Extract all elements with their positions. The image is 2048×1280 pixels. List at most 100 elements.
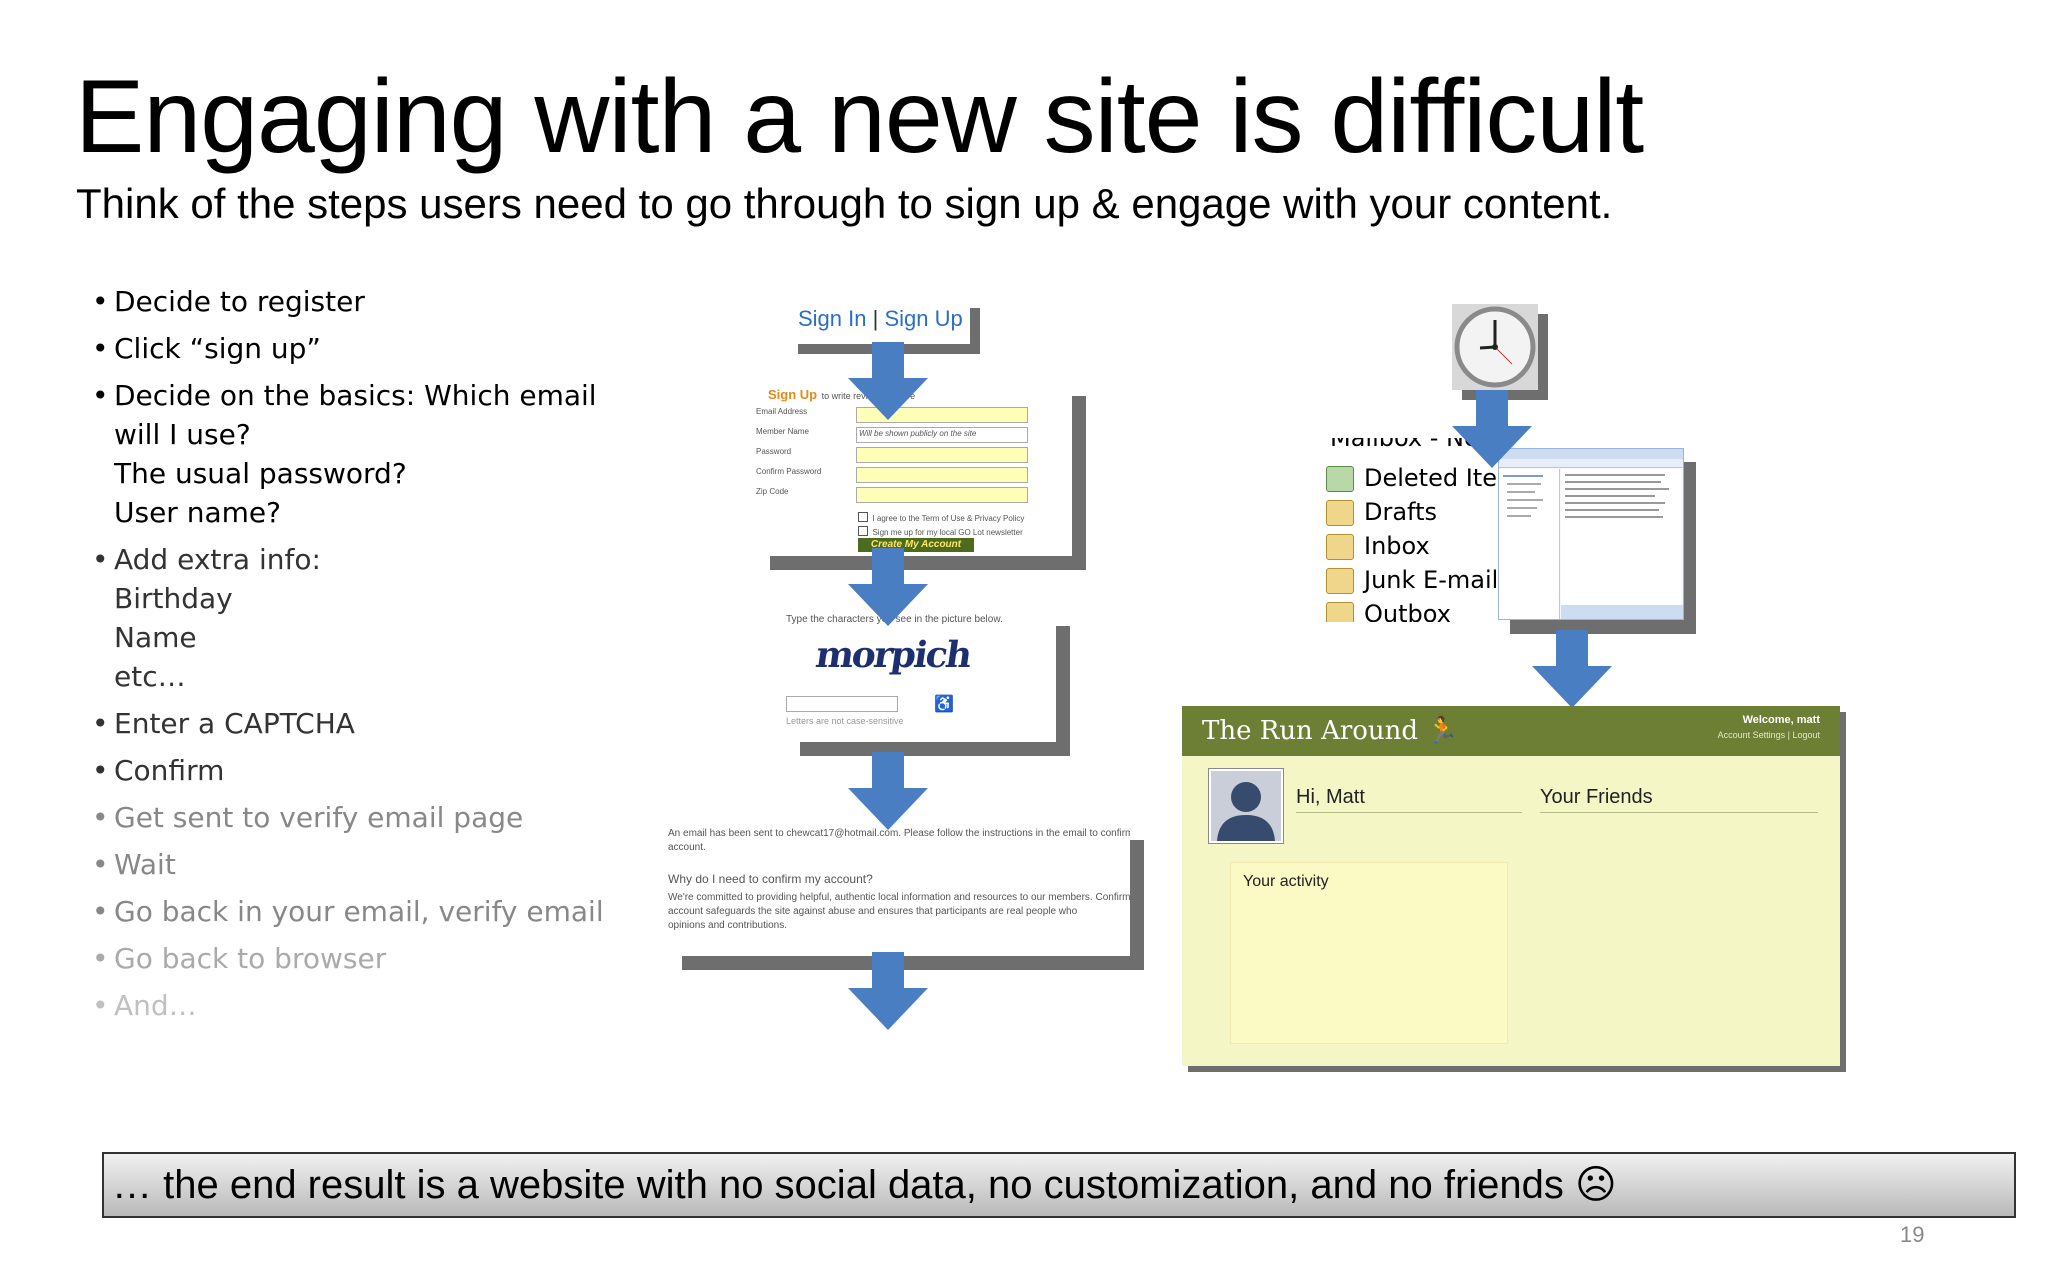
captcha-image: morpich (813, 634, 973, 676)
member-name-field[interactable]: Will be shown publicly on the site (856, 427, 1028, 443)
avatar[interactable] (1208, 768, 1284, 844)
clock-icon (1454, 306, 1536, 388)
confirm-question: Why do I need to confirm my account? (668, 872, 873, 886)
folder-junk-email[interactable]: Junk E-mail (1326, 566, 1496, 594)
bullet-line: Go back in your email, verify email (114, 895, 604, 928)
run-around-site-screenshot: The Run Around 🏃 Welcome, matt Account S… (1182, 706, 1840, 1066)
folder-inbox[interactable]: Inbox (1326, 532, 1430, 560)
runner-icon: 🏃 (1426, 716, 1459, 746)
checkbox-icon[interactable] (858, 525, 868, 536)
bullet-line: Add extra info: (114, 543, 321, 576)
bullet-line: Get sent to verify email page (114, 801, 524, 834)
bullet-item: Go back in your email, verify email (92, 892, 652, 931)
captcha-input[interactable] (786, 696, 898, 712)
activity-panel: Your activity (1230, 862, 1508, 1044)
greeting: Hi, Matt (1296, 786, 1365, 808)
folder-icon (1326, 500, 1354, 526)
confirm-line-2: account. (668, 842, 706, 853)
bullet-item: And… (92, 986, 652, 1025)
bullet-item: Enter a CAPTCHA (92, 704, 652, 743)
site-brand[interactable]: The Run Around (1202, 716, 1419, 746)
email-field[interactable] (856, 407, 1028, 423)
bullet-line: User name? (114, 496, 281, 529)
steps-bullet-list: Decide to registerClick “sign up” Decide … (92, 282, 652, 1033)
member-name-placeholder: Will be shown publicly on the site (859, 429, 977, 438)
captcha-panel: Type the characters you see in the pictu… (786, 612, 1056, 742)
confirm-line-1: An email has been sent to chewcat17@hotm… (668, 828, 1130, 839)
bullet-line: Confirm (114, 754, 225, 787)
bullet-line: etc… (114, 660, 186, 693)
bullet-item: Go back to browser (92, 939, 652, 978)
folder-label: Outbox (1364, 600, 1451, 622)
folder-drafts[interactable]: Drafts (1326, 498, 1437, 526)
welcome-text: Welcome, matt (1742, 714, 1820, 726)
folder-label: Drafts (1364, 498, 1437, 526)
captcha-note: Letters are not case-sensitive (786, 716, 904, 726)
captcha-prompt: Type the characters you see in the pictu… (786, 614, 1003, 625)
friends-heading: Your Friends (1540, 786, 1653, 808)
bullet-line: Click “sign up” (114, 332, 321, 365)
checkbox-icon[interactable] (858, 511, 868, 522)
down-arrow-icon (848, 952, 928, 1030)
email-client-screenshot (1498, 448, 1684, 620)
folder-icon (1326, 602, 1354, 622)
activity-heading: Your activity (1243, 873, 1329, 890)
bullet-item: Decide on the basics: Which email will I … (92, 376, 652, 532)
bullet-item: Get sent to verify email page (92, 798, 652, 837)
down-arrow-icon (848, 752, 928, 830)
folder-label: Inbox (1364, 532, 1430, 560)
field-label-confirm-password: Confirm Password (756, 467, 822, 476)
wheelchair-icon[interactable]: ♿ (934, 696, 954, 713)
bullet-line: Decide on the basics: Which email (114, 379, 597, 412)
down-arrow-icon (1452, 390, 1532, 468)
bullet-item: Wait (92, 845, 652, 884)
sign-in-link[interactable]: Sign In (798, 306, 867, 331)
newsletter-text: Sign me up for my local GO Lot newslette… (872, 528, 1023, 537)
folder-outbox[interactable]: Outbox (1326, 600, 1451, 622)
down-arrow-icon (1532, 630, 1612, 708)
bullet-line: Decide to register (114, 285, 365, 318)
clock-image (1452, 304, 1538, 390)
bullet-item: Decide to register (92, 282, 652, 321)
bullet-line: Name (114, 621, 197, 654)
bullet-line: will I use? (114, 418, 251, 451)
account-links[interactable]: Account Settings | Logout (1717, 730, 1820, 740)
slide-title: Engaging with a new site is difficult (75, 59, 1644, 175)
confirm-body-3: opinions and contributions. (668, 920, 787, 931)
folder-label: Deleted Item (1364, 464, 1496, 492)
signup-form-panel: Sign Up to write reviews & more Email Ad… (756, 382, 1072, 556)
bullet-line: Go back to browser (114, 942, 387, 975)
folder-label: Junk E-mail (1364, 566, 1496, 594)
avatar-silhouette-icon (1211, 771, 1281, 841)
down-arrow-icon (848, 548, 928, 626)
signin-signup-box: Sign In | Sign Up (788, 298, 970, 344)
page-number: 19 (1900, 1222, 1925, 1247)
bullet-item: Click “sign up” (92, 329, 652, 368)
caption-text: … the end result is a website with no so… (112, 1163, 1617, 1207)
sign-up-link[interactable]: Sign Up (884, 306, 963, 331)
mailbox-folder-list: Mailbox - Ne Deleted Item Drafts Inbox J… (1326, 438, 1496, 622)
field-label-email: Email Address (756, 407, 808, 416)
confirm-email-panel: An email has been sent to chewcat17@hotm… (668, 826, 1130, 956)
site-header: The Run Around 🏃 Welcome, matt Account S… (1182, 706, 1840, 756)
confirm-body-2: account safeguards the site against abus… (668, 906, 1078, 917)
zip-code-field[interactable] (856, 487, 1028, 503)
mailbox-header: Mailbox - Ne (1330, 438, 1479, 452)
field-label-zip: Zip Code (756, 487, 789, 496)
folder-icon (1326, 534, 1354, 560)
password-field[interactable] (856, 447, 1028, 463)
slide-subtitle: Think of the steps users need to go thro… (76, 180, 1613, 227)
link-separator: | (872, 306, 879, 331)
confirm-password-field[interactable] (856, 467, 1028, 483)
signup-heading: Sign Up (768, 387, 818, 402)
bullet-line: Wait (114, 848, 176, 881)
down-arrow-icon (848, 342, 928, 420)
bullet-item: Confirm (92, 751, 652, 790)
agree-terms-text: I agree to the Term of Use & Privacy Pol… (872, 514, 1025, 523)
field-label-password: Password (756, 447, 792, 456)
confirm-body-1: We're committed to providing helpful, au… (668, 892, 1130, 903)
bullet-line: Birthday (114, 582, 233, 615)
folder-deleted-items[interactable]: Deleted Item (1326, 464, 1496, 492)
folder-icon (1326, 466, 1354, 492)
